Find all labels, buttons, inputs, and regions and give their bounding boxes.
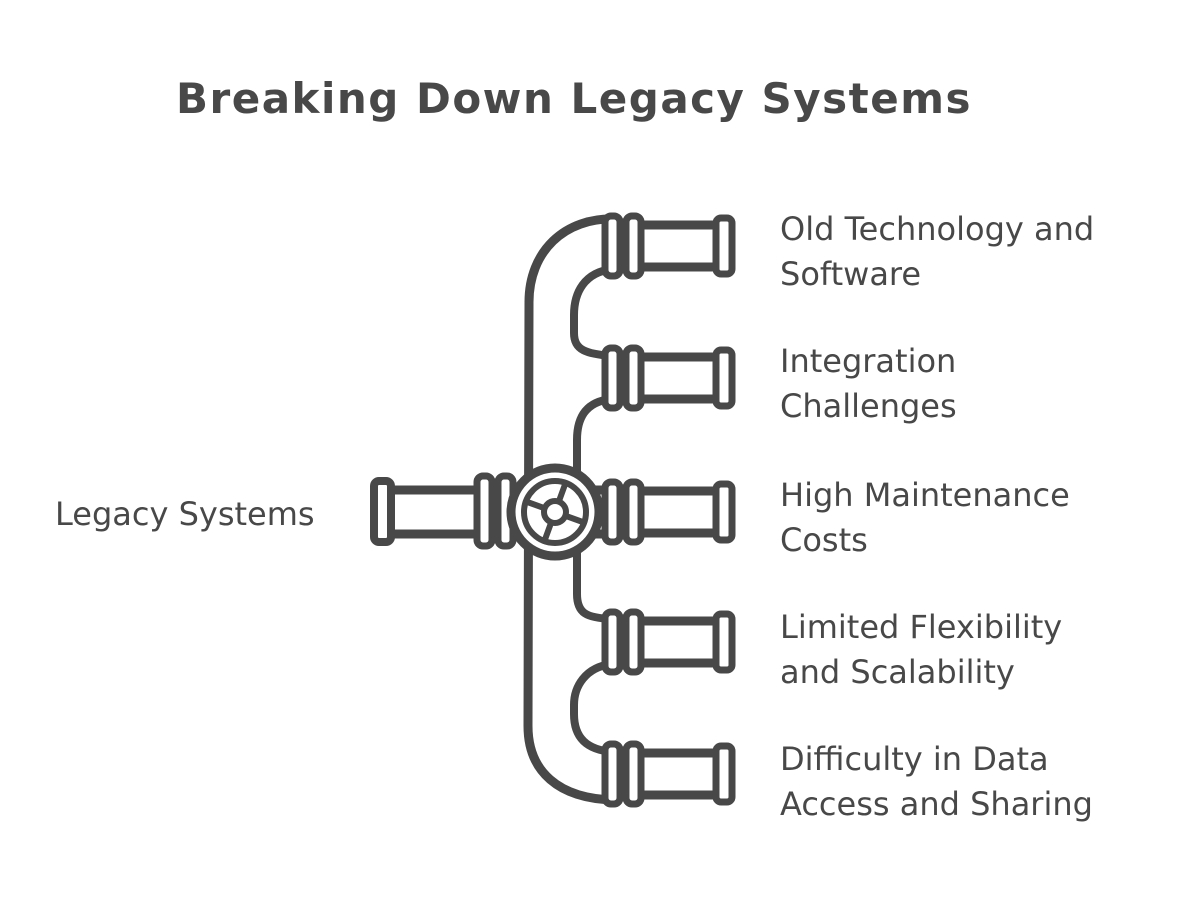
- branch-label-line: Access and Sharing: [780, 785, 1093, 823]
- branch-label-integration: Integration Challenges: [780, 339, 957, 429]
- branch-label-line: High Maintenance: [780, 476, 1070, 514]
- branch-flange-ring: [601, 212, 624, 280]
- branch-end-cap: [712, 480, 736, 544]
- branch-end-cap: [712, 742, 736, 806]
- branch-label-line: Integration: [780, 342, 957, 380]
- diagram-title: Breaking Down Legacy Systems: [176, 74, 973, 123]
- branch-flange-ring: [601, 740, 624, 808]
- branch-flange-ring: [601, 478, 624, 546]
- branch-end-cap: [712, 610, 736, 674]
- branch-label-old-technology: Old Technology and Software: [780, 207, 1094, 297]
- branch-flange-ring: [622, 740, 645, 808]
- inlet-flange-ring: [473, 472, 496, 550]
- branch-flange-ring: [622, 478, 645, 546]
- branch-flange-ring: [601, 344, 624, 412]
- pipe-branch-maintenance: [601, 478, 736, 546]
- branch-end-cap: [712, 346, 736, 410]
- branch-label-maintenance: High Maintenance Costs: [780, 473, 1070, 563]
- branch-flange-ring: [601, 608, 624, 676]
- branch-end-cap: [712, 214, 736, 278]
- valve-hub: [541, 498, 569, 526]
- root-node-label: Legacy Systems: [55, 495, 315, 533]
- pipe-branch-data-access: [601, 740, 736, 808]
- pipe-branch-old-technology: [601, 212, 736, 280]
- branch-flange-ring: [622, 608, 645, 676]
- branch-label-data-access: Difficulty in Data Access and Sharing: [780, 737, 1093, 827]
- valve-wheel-icon: [506, 463, 604, 561]
- pipe-branch-flexibility: [601, 608, 736, 676]
- branch-flange-ring: [622, 344, 645, 412]
- branch-label-line: Limited Flexibility: [780, 608, 1063, 646]
- inlet-pipe-end-cap: [370, 477, 395, 546]
- branch-label-line: Challenges: [780, 387, 957, 425]
- branch-label-line: Difficulty in Data: [780, 740, 1049, 778]
- pipe-branch-integration: [601, 344, 736, 412]
- branch-flange-ring: [622, 212, 645, 280]
- inlet-pipe: [370, 472, 525, 550]
- branch-label-line: Old Technology and: [780, 210, 1095, 248]
- branch-label-line: and Scalability: [780, 653, 1015, 691]
- branch-label-line: Costs: [780, 521, 868, 559]
- branch-label-flexibility: Limited Flexibility and Scalability: [780, 605, 1062, 695]
- branch-label-line: Software: [780, 255, 922, 293]
